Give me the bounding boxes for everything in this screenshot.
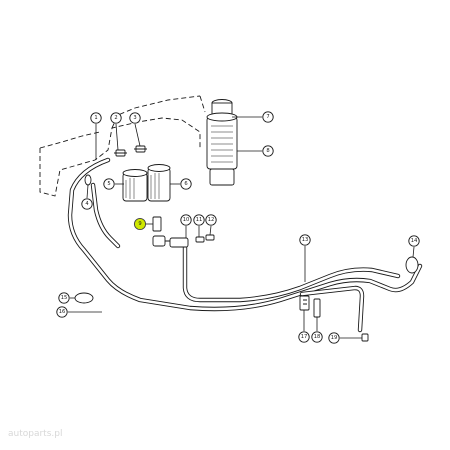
brake-pipe-assembly	[67, 157, 423, 333]
accumulator-cylinder	[206, 99, 238, 186]
callout-6[interactable]: 6	[180, 178, 192, 190]
svg-text:6: 6	[184, 181, 187, 187]
svg-text:10: 10	[183, 217, 190, 223]
svg-text:14: 14	[411, 238, 418, 244]
small-parts	[74, 174, 419, 342]
svg-text:19: 19	[331, 335, 338, 341]
callout-11[interactable]: 11	[193, 214, 205, 226]
machine-outline	[39, 95, 206, 197]
callout-3[interactable]: 3	[129, 112, 141, 124]
svg-text:1: 1	[94, 115, 97, 121]
callout-16[interactable]: 16	[56, 306, 68, 318]
callout-10[interactable]: 10	[180, 214, 192, 226]
leader-lines	[68, 116, 415, 339]
watermark: autoparts.pl	[8, 429, 62, 439]
callout-5[interactable]: 5	[103, 178, 115, 190]
filter-canisters	[122, 164, 171, 202]
fittings-top	[114, 145, 147, 157]
svg-text:18: 18	[314, 334, 321, 340]
svg-text:9: 9	[138, 221, 141, 227]
callout-7[interactable]: 7	[262, 111, 274, 123]
valve-block	[152, 216, 215, 248]
callout-14[interactable]: 14	[408, 235, 420, 247]
callout-4[interactable]: 4	[81, 198, 93, 210]
callout-2[interactable]: 2	[110, 112, 122, 124]
svg-text:5: 5	[107, 181, 110, 187]
callout-8[interactable]: 8	[262, 145, 274, 157]
svg-text:11: 11	[196, 217, 203, 223]
svg-text:15: 15	[61, 295, 68, 301]
callout-9[interactable]: 9	[133, 217, 147, 231]
svg-text:7: 7	[266, 114, 269, 120]
callout-18[interactable]: 18	[311, 331, 323, 343]
svg-text:12: 12	[208, 217, 215, 223]
svg-text:17: 17	[301, 334, 308, 340]
svg-text:3: 3	[133, 115, 136, 121]
callout-1[interactable]: 1	[90, 112, 102, 124]
callout-13[interactable]: 13	[299, 234, 311, 246]
callout-19[interactable]: 19	[328, 332, 340, 344]
svg-text:8: 8	[266, 148, 269, 154]
svg-text:13: 13	[302, 237, 309, 243]
callout-12[interactable]: 12	[205, 214, 217, 226]
callout-15[interactable]: 15	[58, 292, 70, 304]
svg-text:16: 16	[59, 309, 66, 315]
svg-text:2: 2	[114, 115, 117, 121]
svg-text:4: 4	[85, 201, 89, 207]
callout-17[interactable]: 17	[298, 331, 310, 343]
